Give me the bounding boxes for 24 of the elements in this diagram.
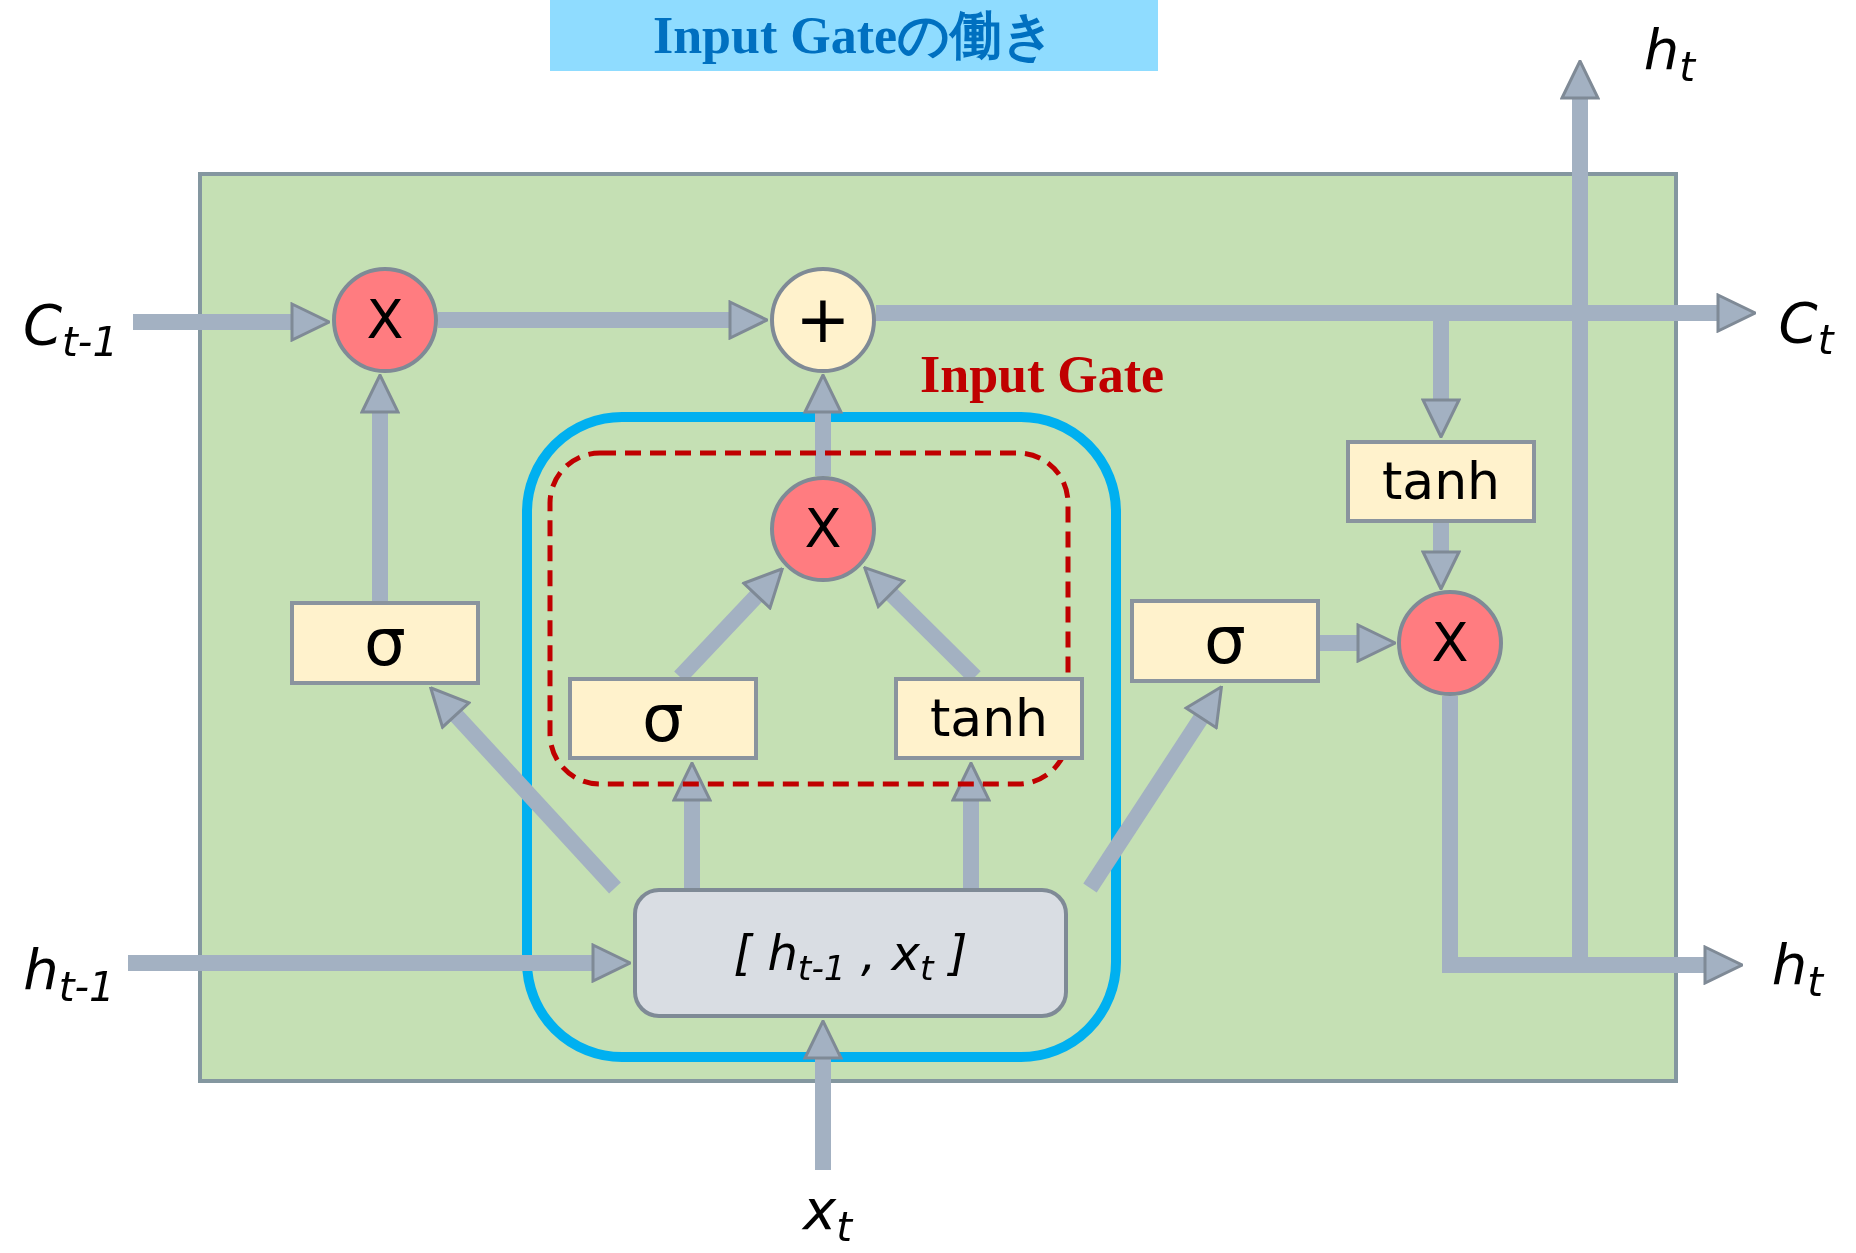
sigma-box: σ	[1130, 599, 1320, 683]
block-arrow	[672, 761, 712, 888]
variable-label: x$_{t}$	[780, 1170, 875, 1250]
sigma-box: σ	[290, 601, 480, 685]
block-arrow	[1421, 523, 1461, 591]
concat-box: [ h$_{t-1}$ , x$_{t}$ ]	[633, 888, 1068, 1018]
variable-label: C$_{t}$	[1760, 280, 1852, 365]
variable-label: h$_{t}$	[1745, 920, 1850, 1010]
block-arrow	[128, 943, 632, 983]
block-arrow	[360, 373, 400, 601]
variable-label: h$_{t}$	[1622, 5, 1717, 95]
block-arrow	[1320, 623, 1397, 663]
block-arrow	[803, 1019, 843, 1170]
tanh-box: tanh	[894, 677, 1084, 760]
variable-label: C$_{t-1}$	[8, 282, 133, 367]
block-arrow	[803, 373, 843, 476]
block-arrow	[133, 302, 331, 342]
sigma-box: σ	[568, 677, 758, 760]
group-label: Input Gate	[920, 345, 1165, 405]
title-banner: Input Gateの働き	[550, 0, 1158, 71]
block-arrow	[438, 300, 769, 340]
variable-label: h$_{t-1}$	[8, 925, 130, 1015]
block-arrow	[951, 761, 991, 888]
tanh-box: tanh	[1346, 440, 1536, 523]
